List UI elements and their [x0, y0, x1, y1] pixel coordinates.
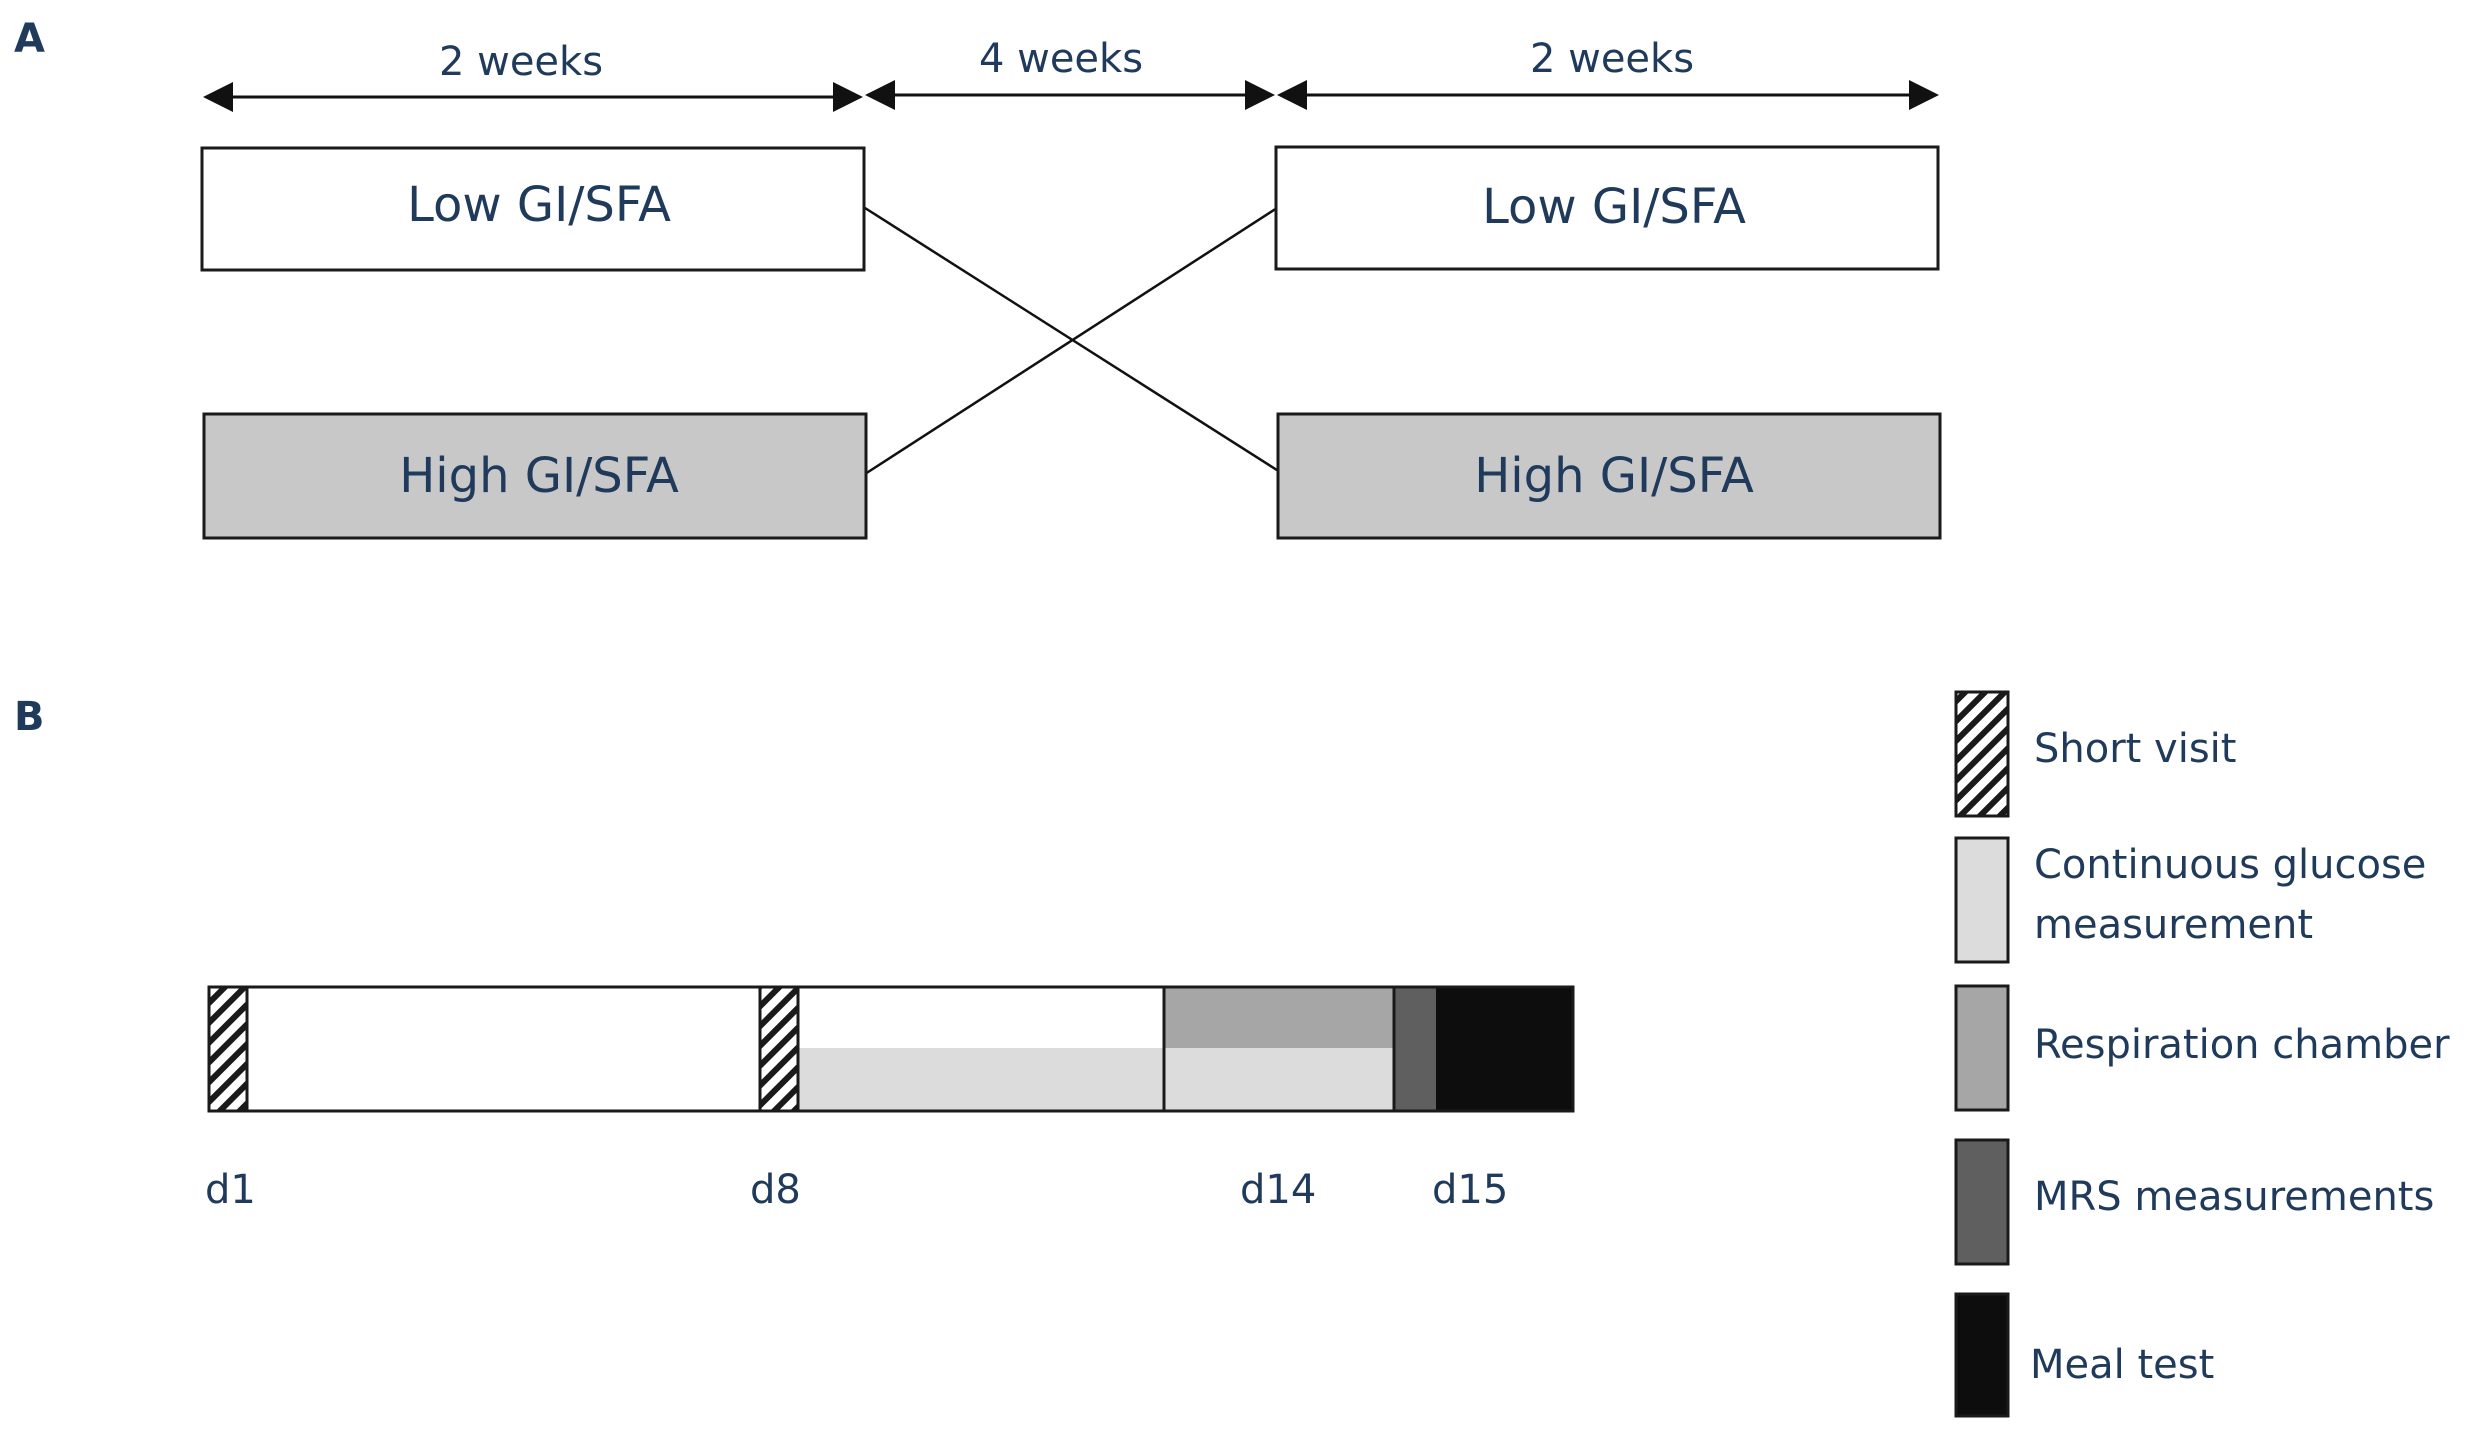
legend-label-respiration: Respiration chamber [2034, 1022, 2450, 1068]
day-label-d15: d15 [1432, 1167, 1508, 1213]
day-label-d14: d14 [1240, 1167, 1316, 1213]
timeline-short-visit-d8 [760, 987, 798, 1111]
duration-label-washout: 4 weeks [979, 36, 1143, 82]
legend-label-cgm-line-1: Continuous glucose [2034, 842, 2426, 888]
legend-label-cgm-line-2: measurement [2034, 902, 2313, 948]
legend-item-mrs: MRS measurements [1954, 1138, 2434, 1266]
timeline-cgm-band [798, 1048, 1394, 1111]
day-label-d1: d1 [205, 1167, 256, 1213]
legend-swatch-hatch [1954, 690, 2010, 818]
diet-box-label: High GI/SFA [1474, 448, 1754, 504]
diet-box-low-period-1: Low GI/SFA [200, 146, 866, 272]
timeline-border [207, 985, 1575, 1113]
diet-box-label: Low GI/SFA [407, 177, 671, 233]
legend-swatch-mrs [1954, 1138, 2010, 1266]
panel-a-letter: A [14, 16, 45, 62]
crossover-line-high-to-low [864, 206, 1278, 476]
timeline-short-visit-d1 [209, 987, 247, 1111]
timeline-mrs [1394, 987, 1436, 1111]
legend: Short visit Continuous glucose measureme… [1954, 690, 2450, 1418]
duration-label-period-2: 2 weeks [1530, 36, 1694, 82]
timeline-respiration-chamber [1164, 987, 1394, 1048]
legend-swatch-respiration [1954, 984, 2010, 1112]
legend-item-meal-test: Meal test [1954, 1292, 2214, 1418]
legend-item-short-visit: Short visit [1954, 690, 2236, 818]
duration-label-period-1: 2 weeks [439, 39, 603, 85]
legend-label-short-visit: Short visit [2034, 726, 2236, 772]
legend-label-meal-test: Meal test [2030, 1342, 2214, 1388]
diet-box-label: High GI/SFA [399, 448, 679, 504]
diet-box-low-period-2: Low GI/SFA [1274, 145, 1940, 271]
legend-swatch-meal-test [1954, 1292, 2010, 1418]
diet-box-high-period-2: High GI/SFA [1276, 412, 1942, 540]
legend-item-cgm: Continuous glucose measurement [1954, 836, 2426, 964]
diet-box-high-period-1: High GI/SFA [202, 412, 868, 540]
diet-box-label: Low GI/SFA [1482, 179, 1746, 235]
timeline-bar [207, 985, 1575, 1113]
duration-arrows [203, 80, 1939, 112]
legend-label-mrs: MRS measurements [2034, 1174, 2434, 1220]
day-label-d8: d8 [750, 1167, 801, 1213]
panel-b-letter: B [14, 694, 45, 740]
legend-item-respiration: Respiration chamber [1954, 984, 2450, 1112]
timeline-meal-test [1436, 987, 1573, 1111]
legend-swatch-cgm [1954, 836, 2010, 964]
